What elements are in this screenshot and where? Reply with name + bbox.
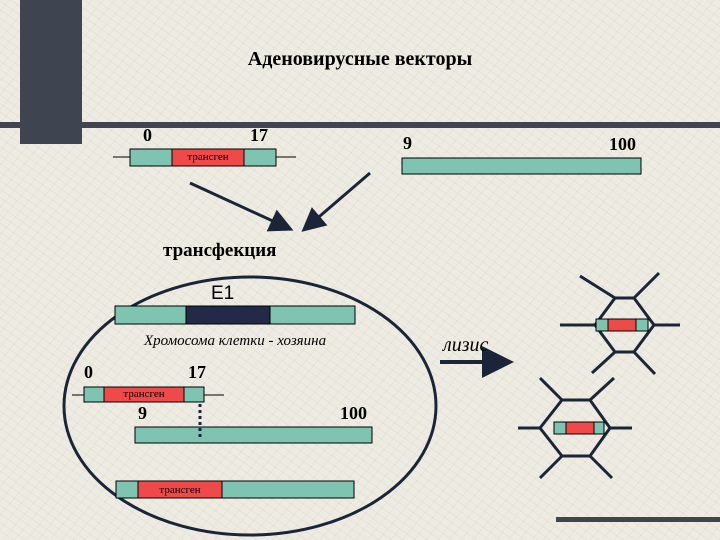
virion-fiber	[632, 271, 661, 300]
virion-fiber	[538, 376, 564, 402]
host-chromosome-label: Хромосома клетки - хозяина	[144, 333, 327, 349]
transfection-label: трансфекция	[163, 240, 277, 261]
cell-fragment-coord-9: 9	[138, 403, 147, 423]
fragment-coord-100: 100	[609, 134, 636, 154]
host-cell-outline	[62, 275, 438, 537]
cell-transgene-label: трансген	[123, 388, 165, 400]
cell-plasmid-coord-0: 0	[84, 362, 93, 382]
recombinant-vector	[115, 480, 355, 499]
bottom-rule	[556, 517, 720, 522]
virion-upper	[560, 271, 680, 376]
cell-fragment	[134, 426, 373, 444]
cell-plasmid-coord-17: 17	[188, 362, 206, 382]
plasmid-coord-17: 17	[250, 125, 268, 145]
virion-fiber	[538, 454, 564, 480]
transgene-insert	[171, 148, 245, 167]
lysis-label: лизис	[443, 334, 489, 356]
adenovirus-fragment	[401, 157, 642, 175]
e1-gene-label: E1	[211, 283, 235, 304]
cell-transgene-insert	[103, 386, 185, 403]
virion-fiber	[579, 274, 616, 300]
cell-plasmid	[72, 386, 224, 403]
top-plasmid	[113, 148, 296, 167]
title-rule	[0, 122, 720, 128]
recombinant-transgene-label: трансген	[159, 484, 201, 496]
host-chromosome	[114, 305, 356, 325]
virion-lower	[518, 376, 632, 480]
virion-fiber	[588, 376, 616, 402]
diagram-title: Аденовирусные векторы	[247, 48, 473, 70]
e1-region	[185, 305, 271, 325]
virion-fiber	[632, 350, 657, 376]
virion-transgene	[565, 421, 595, 435]
transgene-label: трансген	[187, 151, 229, 163]
cell-fragment-coord-100: 100	[340, 403, 367, 423]
arrow-fragment-to-transfection	[301, 171, 371, 232]
corner-decoration-block	[20, 0, 82, 144]
recombinant-transgene	[137, 480, 223, 499]
virion-fiber	[588, 454, 614, 480]
arrow-plasmid-to-transfection	[189, 181, 294, 232]
fragment-coord-9: 9	[403, 133, 412, 153]
plasmid-coord-0: 0	[143, 125, 152, 145]
virion-transgene	[607, 318, 637, 332]
virion-fiber	[590, 350, 617, 375]
